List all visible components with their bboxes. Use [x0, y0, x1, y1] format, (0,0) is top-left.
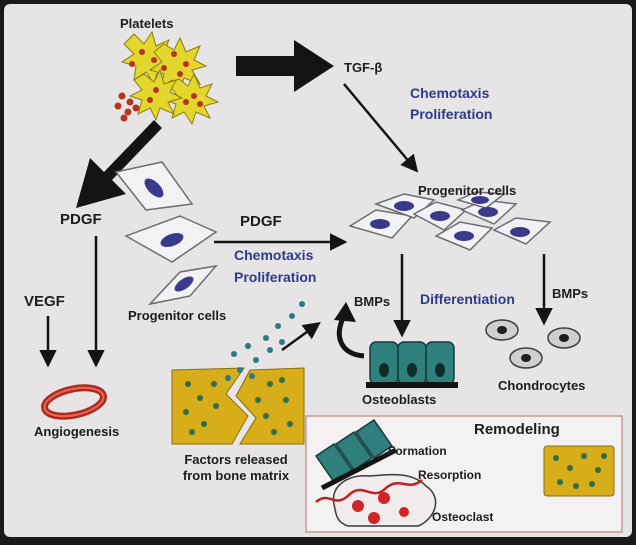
blood-vessel-icon — [41, 384, 107, 420]
label-bmps-right: BMPs — [552, 286, 589, 301]
label-factors-line2: from bone matrix — [182, 468, 290, 483]
label-chondrocytes: Chondrocytes — [498, 378, 586, 393]
arrow-tgfb-to-progenitors — [343, 83, 419, 173]
label-chemotaxis-top: Chemotaxis — [410, 85, 490, 101]
label-bmps-left: BMPs — [354, 294, 391, 309]
curved-arrow-osteoblasts-to-bmps — [336, 314, 365, 359]
label-progenitor-cells-left: Progenitor cells — [128, 308, 227, 323]
progenitor-cells-right-icon — [348, 191, 552, 251]
label-angiogenesis: Angiogenesis — [34, 424, 120, 439]
label-proliferation-mid: Proliferation — [234, 269, 317, 285]
osteoclast-icon — [315, 473, 437, 527]
chondrocytes-icon — [485, 319, 581, 369]
bone-matrix-icon — [171, 301, 305, 445]
arrow-factors-to-bmps — [281, 321, 321, 352]
block-arrow-right — [236, 40, 334, 92]
label-pdgf-mid: PDGF — [240, 213, 282, 230]
remodeling-osteoblasts-icon — [314, 418, 398, 491]
label-platelets: Platelets — [120, 16, 174, 31]
bone-matrix-result-icon — [543, 445, 615, 497]
label-tgf-beta: TGF-β — [344, 60, 383, 75]
label-osteoclast: Osteoclast — [432, 510, 494, 524]
label-chemotaxis-mid: Chemotaxis — [234, 247, 314, 263]
osteoblasts-icon — [366, 341, 458, 388]
label-proliferation-top: Proliferation — [410, 106, 493, 122]
label-pdgf-left: PDGF — [60, 211, 102, 228]
diagram-artwork — [39, 30, 623, 533]
label-vegf: VEGF — [24, 293, 65, 310]
label-resorption: Resorption — [418, 468, 482, 482]
label-remodeling: Remodeling — [474, 421, 560, 438]
diagram-canvas: Platelets TGF-β Chemotaxis Proliferation… — [4, 4, 632, 537]
label-progenitor-cells-right: Progenitor cells — [418, 183, 517, 198]
label-osteoblasts: Osteoblasts — [362, 392, 437, 407]
progenitor-cells-left-icon — [114, 161, 218, 306]
label-differentiation: Differentiation — [420, 291, 515, 307]
platelets-icon — [114, 30, 220, 126]
label-factors-line1: Factors released — [184, 452, 288, 467]
label-formation: Formation — [388, 444, 447, 458]
block-arrow-down-left — [76, 120, 162, 208]
